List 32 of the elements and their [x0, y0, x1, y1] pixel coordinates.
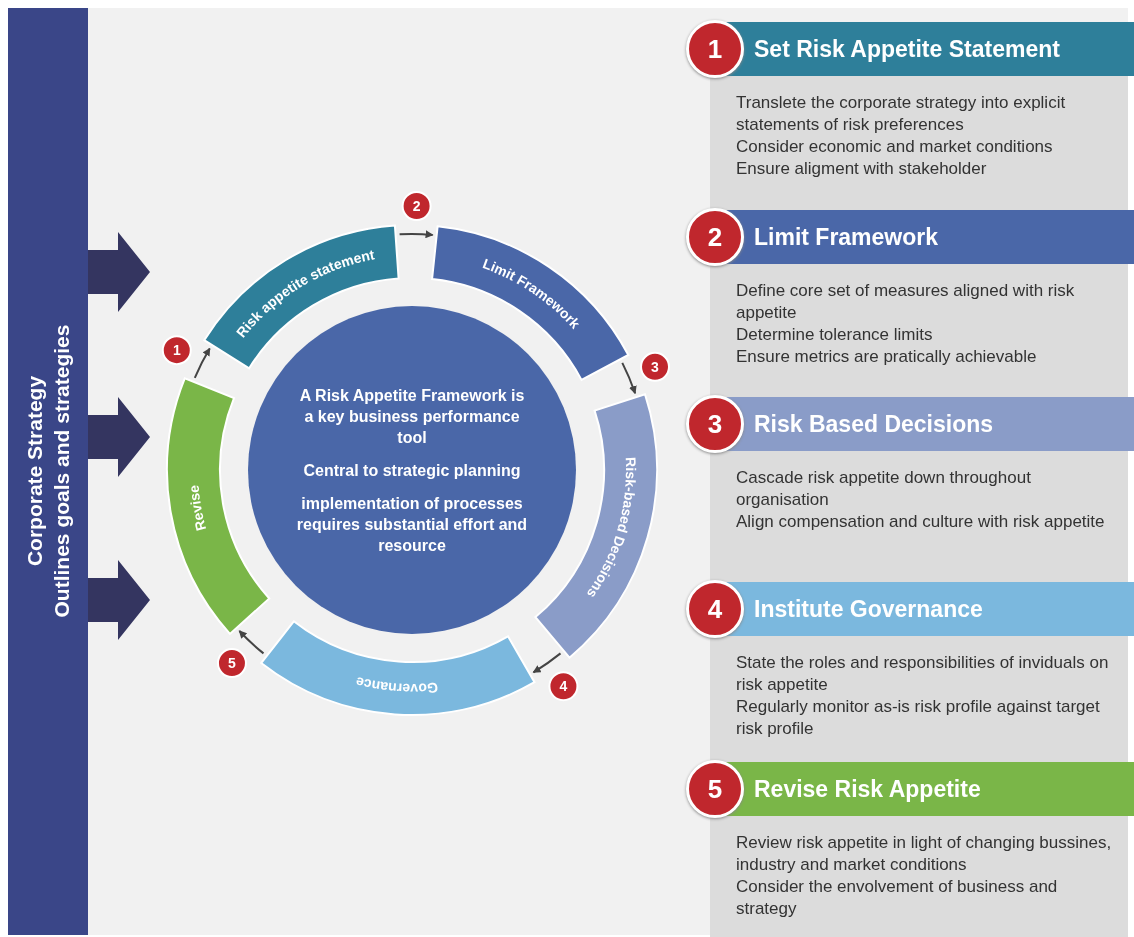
bullet-text: Ensure metrics are pratically achievable — [736, 346, 1038, 368]
arrow — [88, 232, 150, 312]
arrow — [88, 397, 150, 477]
step-number-badge: 1 — [161, 335, 192, 366]
bullet-text: Align compensation and culture with risk appetite — [736, 511, 1106, 533]
step-number-badge: 4 — [548, 671, 579, 702]
arrow — [398, 230, 434, 239]
bullet-text: Cascade risk appetite down throughout organisation — [736, 467, 1032, 511]
step-number-badge: 3 — [640, 351, 670, 382]
center-text: Central to strategic planning — [302, 460, 522, 481]
bullet-text: Consider the envolvement of business and strategy — [736, 876, 1059, 920]
bullet-text: Determine tolerance limits — [736, 324, 934, 346]
arrow — [238, 630, 265, 655]
side-banner — [8, 8, 88, 935]
center-text: A Risk Appetite Framework is a key business performance tool — [298, 385, 526, 448]
banner-heading: Corporate Strategy — [22, 375, 47, 567]
center-text: implementation of processes requires substantial effort and resource — [295, 493, 529, 556]
bullet-text: Consider economic and market conditions — [736, 136, 1054, 158]
arrow — [621, 361, 637, 395]
arrow — [88, 560, 150, 640]
arc-label: Governance — [354, 673, 439, 697]
bullet-text: Review risk appetite in light of changing bussines, industry and market conditions — [736, 832, 1113, 876]
step-number-badge: 2 — [401, 191, 432, 222]
arrow — [532, 652, 562, 674]
bullet-text: Ensure aligment with stakeholder — [736, 158, 988, 180]
bullet-text: Translete the corporate strategy into explicit statements of risk preferences — [736, 92, 1067, 136]
step-number-badge: 5 — [216, 648, 247, 679]
bullet-text: Regularly monitor as-is risk profile against target risk profile — [736, 696, 1101, 740]
bullet-text: State the roles and responsibilities of inviduals on risk appetite — [736, 652, 1110, 696]
banner-subheading: Outlines goals and strategies — [49, 324, 74, 618]
arrow — [193, 347, 211, 379]
bullet-text: Define core set of measures aligned with risk appetite — [736, 280, 1076, 324]
